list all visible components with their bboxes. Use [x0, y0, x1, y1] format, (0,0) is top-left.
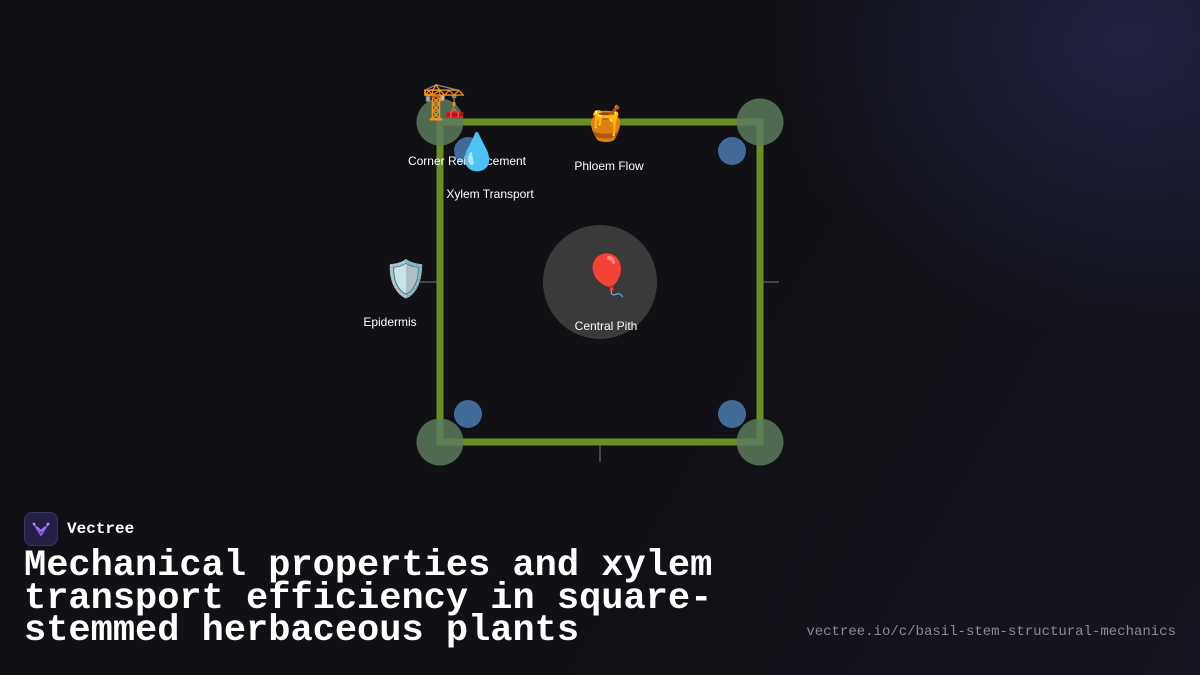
vectree-logo-icon	[24, 512, 58, 546]
vascular-bundle-bottom-left	[454, 400, 482, 428]
corner-node-top-right	[736, 98, 784, 146]
label-central-pith: Central Pith	[574, 319, 638, 333]
corner-node-top-left	[416, 98, 464, 146]
central-pith-circle	[543, 225, 657, 339]
vascular-bundle-top-left	[454, 137, 482, 165]
crane-icon: 🏗️	[421, 81, 467, 122]
water-drop-icon: 💧	[454, 132, 500, 173]
vascular-bundle-top-right	[718, 137, 746, 165]
label-phloem-flow: Phloem Flow	[574, 159, 644, 173]
balloon-icon: 🎈	[582, 253, 632, 299]
source-url: vectree.io/c/basil-stem-structural-mecha…	[806, 624, 1176, 640]
shield-icon: 🛡️	[383, 259, 429, 300]
corner-node-bottom-right	[736, 418, 784, 466]
label-xylem-transport: Xylem Transport	[446, 187, 534, 201]
honey-pot-icon: 🍯	[584, 104, 628, 144]
label-epidermis: Epidermis	[363, 315, 417, 329]
brand: Vectree	[24, 512, 134, 546]
corner-node-bottom-left	[416, 418, 464, 466]
page-title: Mechanical properties and xylem transpor…	[24, 545, 713, 652]
brand-name: Vectree	[67, 520, 135, 538]
vascular-bundle-bottom-right	[718, 400, 746, 428]
label-corner-reinforcement: Corner Reinforcement	[407, 154, 527, 168]
square-stem-outline	[436, 118, 764, 446]
